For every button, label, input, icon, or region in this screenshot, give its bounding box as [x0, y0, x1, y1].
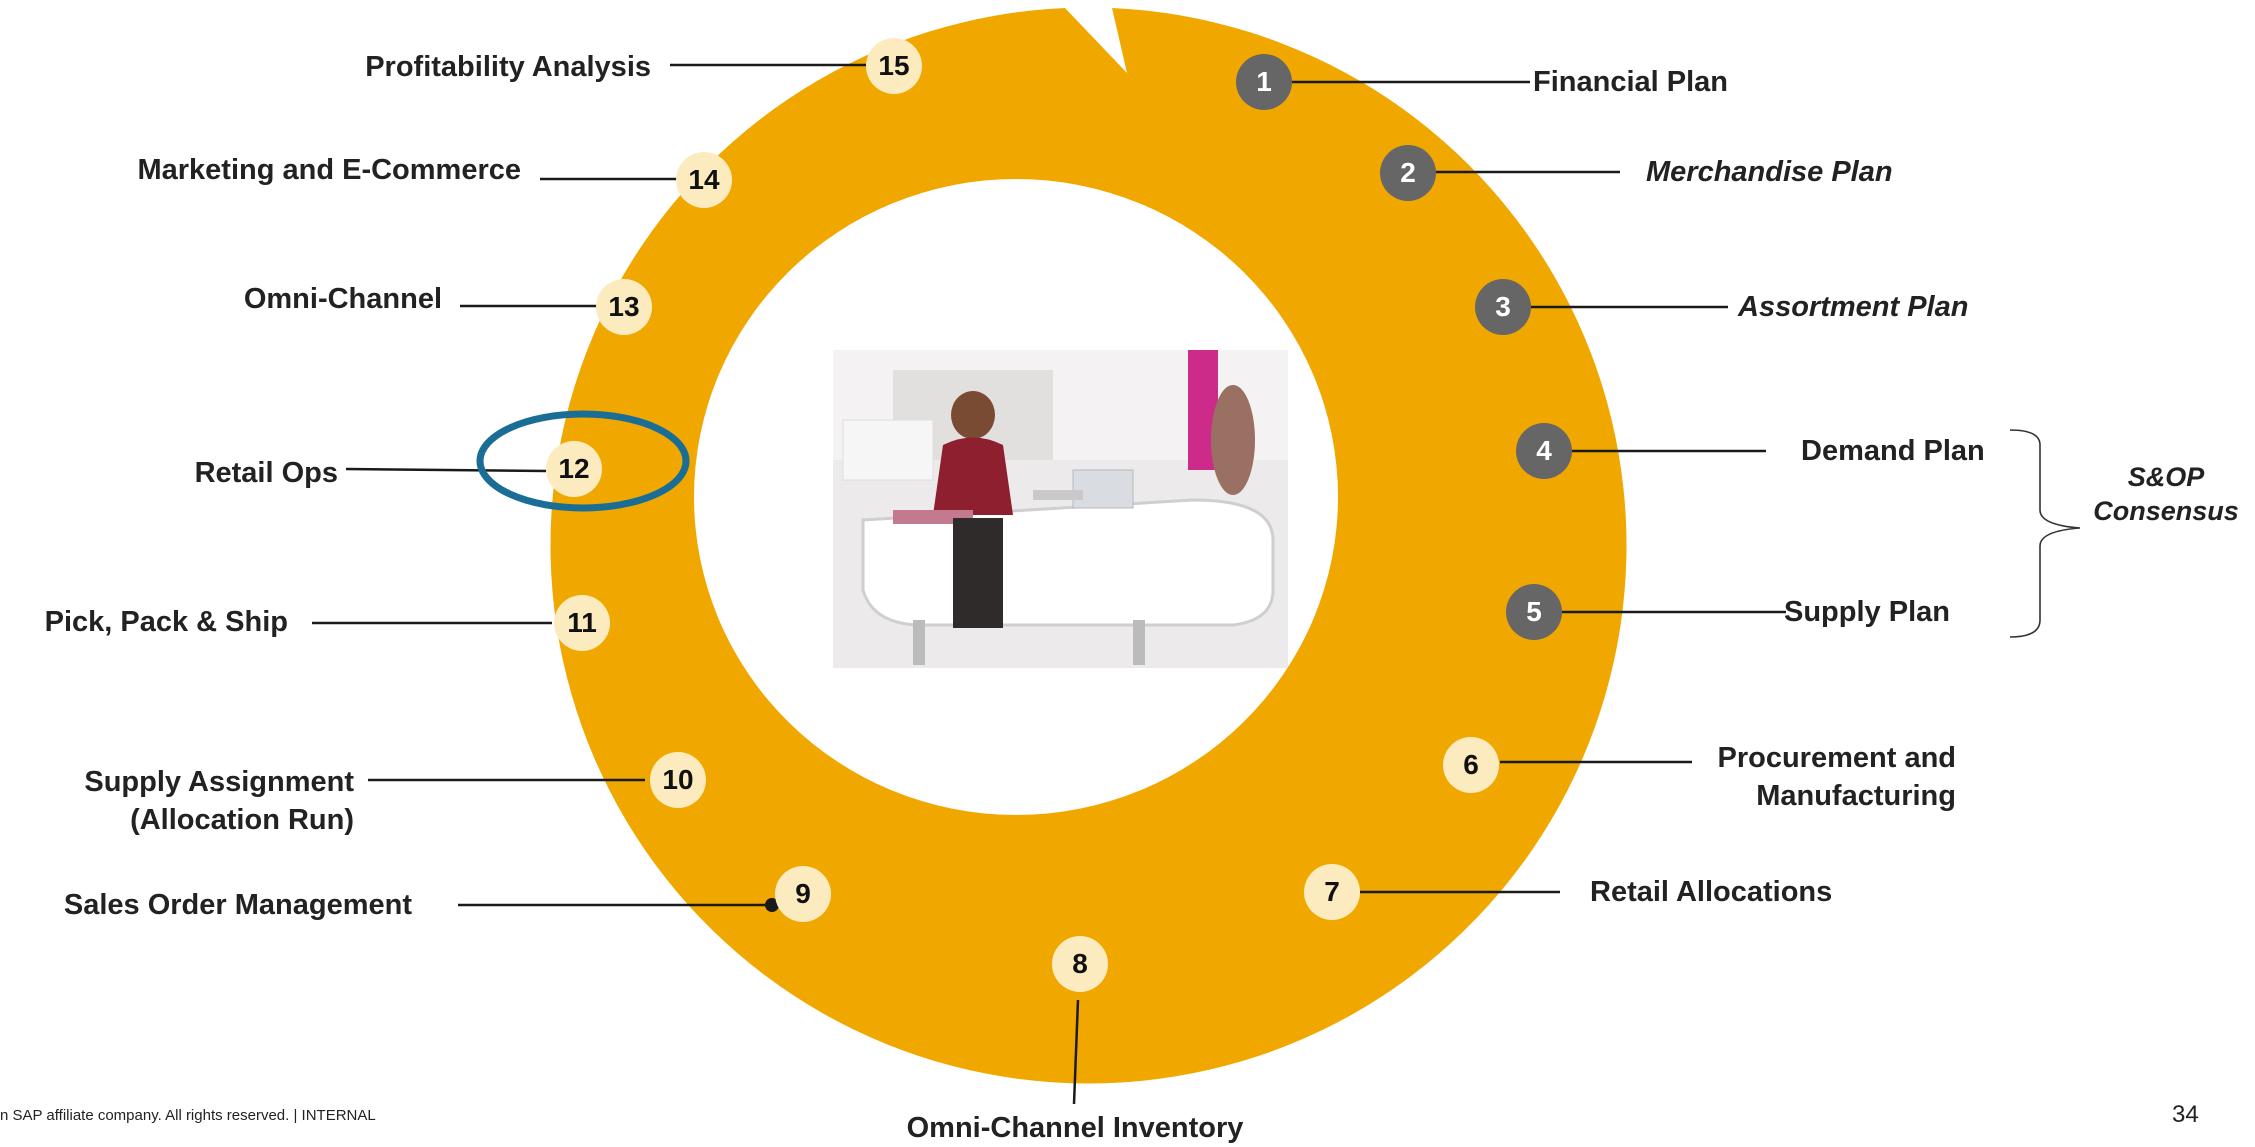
stage-badge-3: 3: [1475, 279, 1531, 335]
stage-label-11: Pick, Pack & Ship: [44, 606, 288, 638]
stage-label-8: Omni-Channel Inventory: [906, 1112, 1244, 1144]
stage-badge-12: 12: [546, 441, 602, 497]
stage-badge-2: 2: [1380, 145, 1436, 201]
sop-bracket: [2009, 429, 2081, 638]
sop-consensus-label: S&OP Consensus: [2093, 462, 2239, 526]
stage-badge-5: 5: [1506, 584, 1562, 640]
stage-badge-13: 13: [596, 279, 652, 335]
stage-label-15: Profitability Analysis: [365, 51, 651, 83]
stage-badge-4: 4: [1516, 423, 1572, 479]
footer-page-number: 34: [2172, 1101, 2199, 1128]
stage-badge-10: 10: [650, 752, 706, 808]
stage-label-5: Supply Plan: [1784, 596, 1950, 628]
stage-badge-14: 14: [676, 152, 732, 208]
retail-ops-highlight: [476, 410, 690, 512]
stage-badge-6: 6: [1443, 737, 1499, 793]
stage-label-9: Sales Order Management: [63, 889, 412, 921]
stage-label-1: Financial Plan: [1533, 66, 1728, 98]
stage-label-12: Retail Ops: [194, 457, 338, 489]
stage-label-6: Procurement and Manufacturing: [1717, 742, 1957, 812]
stage-badge-9: 9: [775, 866, 831, 922]
stage-badge-11: 11: [554, 595, 610, 651]
stage-label-7: Retail Allocations: [1590, 876, 1833, 908]
connector-lines: [312, 63, 1786, 1105]
center-photo: [833, 350, 1288, 668]
connector-12: [345, 467, 547, 473]
footer-copyright: n SAP affiliate company. All rights rese…: [0, 1107, 376, 1124]
office-photo-illustration: [833, 350, 1288, 668]
stage-label-2: Merchandise Plan: [1646, 156, 1893, 188]
stage-badge-8: 8: [1052, 936, 1108, 992]
stage-badge-15: 15: [866, 38, 922, 94]
stage-label-4: Demand Plan: [1801, 435, 1985, 467]
stage-label-14: Marketing and E-Commerce: [137, 154, 521, 186]
stage-label-13: Omni-Channel: [243, 283, 442, 315]
stage-label-3: Assortment Plan: [1738, 291, 1969, 323]
stage-badge-7: 7: [1304, 864, 1360, 920]
stage-label-10: Supply Assignment (Allocation Run): [84, 766, 354, 836]
stage-badge-1: 1: [1236, 54, 1292, 110]
connector-8: [1072, 999, 1080, 1105]
process-ring: [550, 8, 1627, 1084]
